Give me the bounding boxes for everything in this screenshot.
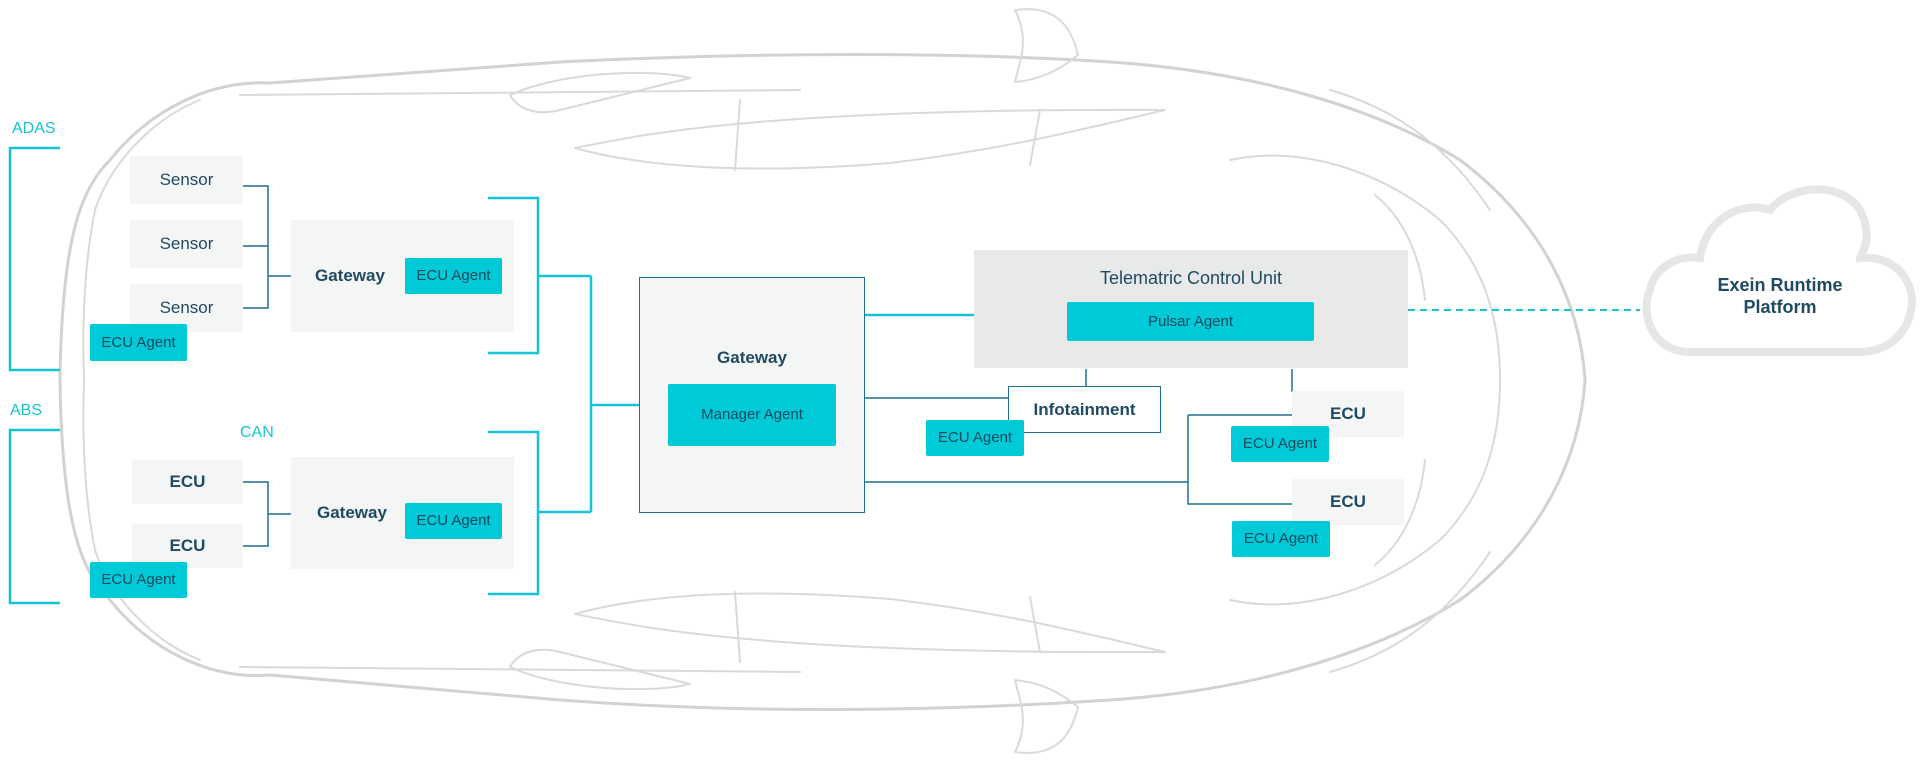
infotainment-agent: ECU Agent bbox=[926, 420, 1024, 456]
adas-gateway-agent: ECU Agent bbox=[405, 258, 502, 294]
abs-ecu-box: ECU bbox=[132, 460, 243, 504]
sensor-box: Sensor bbox=[130, 220, 243, 268]
manager-agent: Manager Agent bbox=[668, 384, 836, 446]
abs-gateway-agent: ECU Agent bbox=[405, 503, 502, 539]
adas-bracket bbox=[8, 146, 60, 372]
abs-bracket bbox=[8, 428, 60, 605]
ecu-connector bbox=[243, 481, 269, 547]
right-ecu-agent: ECU Agent bbox=[1232, 521, 1330, 557]
sensor-connector bbox=[243, 185, 269, 309]
cloud-shape bbox=[1642, 185, 1917, 356]
adas-ecu-agent: ECU Agent bbox=[90, 324, 187, 361]
abs-ecu-agent: ECU Agent bbox=[90, 562, 187, 598]
sensor-box: Sensor bbox=[130, 156, 243, 204]
right-ecu-agent: ECU Agent bbox=[1231, 426, 1329, 462]
right-ecu-box: ECU bbox=[1292, 479, 1404, 525]
infotainment: Infotainment bbox=[1008, 386, 1161, 433]
abs-label: ABS bbox=[10, 402, 43, 419]
cloud-label: Exein Runtime Platform bbox=[1717, 275, 1843, 317]
tcu-title: Telematric Control Unit bbox=[1099, 268, 1283, 288]
can-label: CAN bbox=[240, 424, 274, 441]
adas-label: ADAS bbox=[12, 120, 56, 137]
pulsar-agent: Pulsar Agent bbox=[1067, 302, 1314, 341]
abs-ecu-box: ECU bbox=[132, 524, 243, 568]
